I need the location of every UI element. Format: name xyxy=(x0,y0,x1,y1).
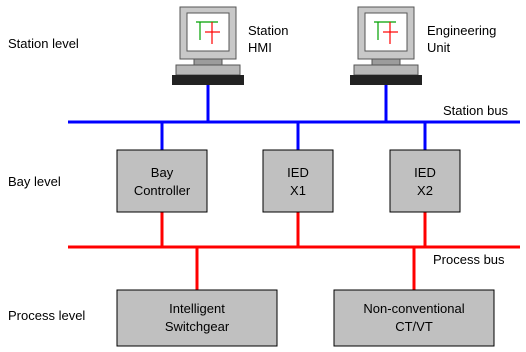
non-conventional-ctvt: Non-conventional CT/VT xyxy=(333,247,495,347)
computer-workstation-icon xyxy=(172,6,244,85)
switchgear-label-line1: Intelligent xyxy=(169,301,225,316)
station-hmi-computer: Station HMI xyxy=(172,6,288,122)
ied-x1-label-line1: IED xyxy=(287,165,309,180)
station-level-label: Station level xyxy=(8,36,79,51)
engineering-unit-label-line2: Unit xyxy=(427,40,451,55)
ied-x2-label-line2: X2 xyxy=(417,183,433,198)
station-bus-label: Station bus xyxy=(443,103,509,118)
bay-controller-label-line1: Bay xyxy=(151,165,174,180)
ied-x1-box xyxy=(262,149,334,213)
process-bus-label: Process bus xyxy=(433,252,505,267)
ied-x1: IED X1 xyxy=(262,122,334,247)
switchgear-box xyxy=(116,289,278,347)
bay-controller-label-line2: Controller xyxy=(134,183,191,198)
ctvt-box xyxy=(333,289,495,347)
ied-x2: IED X2 xyxy=(389,122,461,247)
switchgear-label-line2: Switchgear xyxy=(165,319,230,334)
bay-controller-box xyxy=(116,149,208,213)
engineering-unit-computer: Engineering Unit xyxy=(350,6,496,122)
ctvt-label-line1: Non-conventional xyxy=(363,301,464,316)
ied-x2-label-line1: IED xyxy=(414,165,436,180)
bay-controller: Bay Controller xyxy=(116,122,208,247)
ied-x1-label-line2: X1 xyxy=(290,183,306,198)
intelligent-switchgear: Intelligent Switchgear xyxy=(116,247,278,347)
computer-workstation-icon xyxy=(350,6,422,85)
station-hmi-label-line2: HMI xyxy=(248,40,272,55)
ctvt-label-line2: CT/VT xyxy=(395,319,433,334)
station-hmi-label-line1: Station xyxy=(248,23,288,38)
bay-level-label: Bay level xyxy=(8,174,61,189)
process-level-label: Process level xyxy=(8,308,85,323)
ied-x2-box xyxy=(389,149,461,213)
engineering-unit-label-line1: Engineering xyxy=(427,23,496,38)
